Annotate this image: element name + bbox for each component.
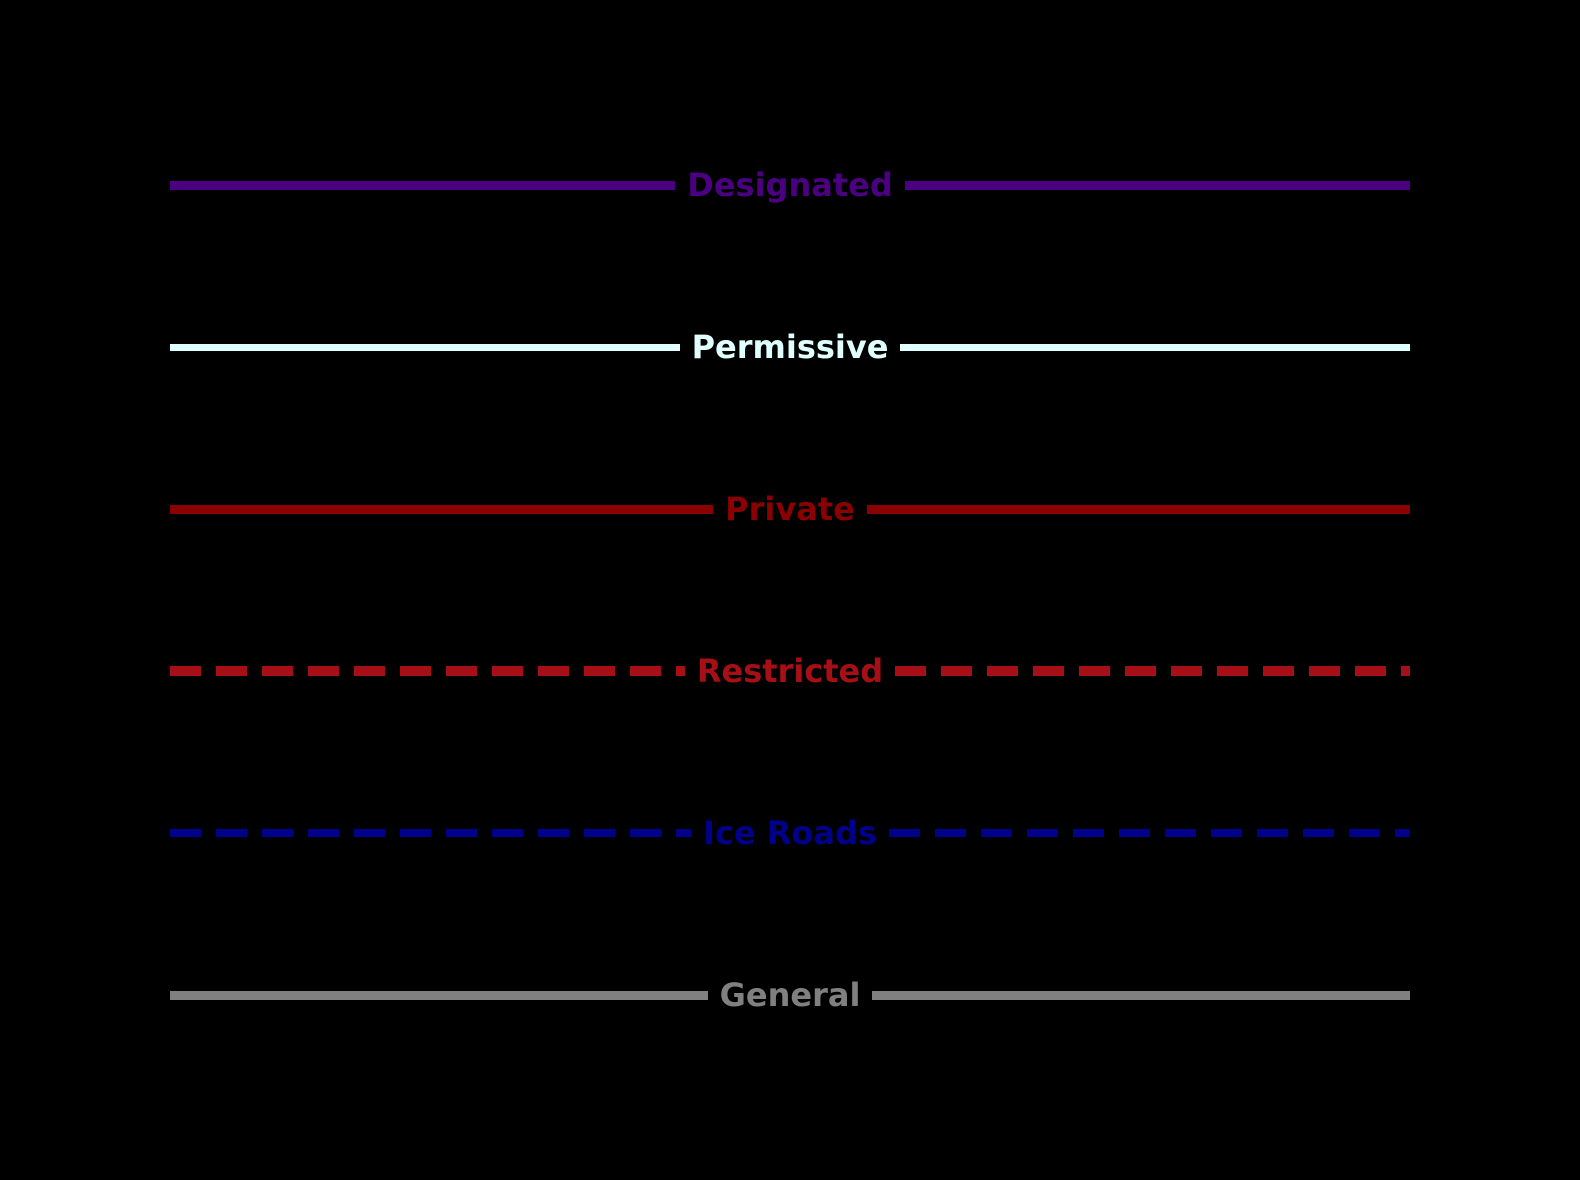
legend-item-permissive: Permissive [170, 317, 1410, 377]
legend-line-left [170, 504, 714, 514]
legend-item-label: General [719, 976, 861, 1014]
legend-item-label: Private [725, 490, 855, 528]
legend-line-left [170, 666, 685, 676]
legend-line-left [170, 180, 676, 190]
legend-item-general: General [170, 965, 1411, 1025]
legend-line-left [170, 990, 708, 1000]
legend-line-left [170, 829, 692, 837]
legend-line-right [866, 504, 1410, 514]
legend-item-restricted: Restricted [170, 641, 1410, 701]
legend-line-left [170, 343, 680, 351]
legend-line-right [904, 180, 1410, 190]
legend-line-right [888, 829, 1411, 837]
legend-line-right [900, 343, 1410, 351]
legend-item-label: Ice Roads [703, 814, 877, 852]
legend-item-label: Designated [687, 166, 893, 204]
legend-line-right [895, 666, 1410, 676]
legend-item-label: Permissive [691, 328, 889, 366]
legend-item-designated: Designated [170, 155, 1410, 215]
legend-item-ice-roads: Ice Roads [170, 803, 1411, 863]
legend-item-label: Restricted [696, 652, 884, 690]
legend-line-right [872, 990, 1411, 1000]
legend-item-private: Private [170, 479, 1410, 539]
